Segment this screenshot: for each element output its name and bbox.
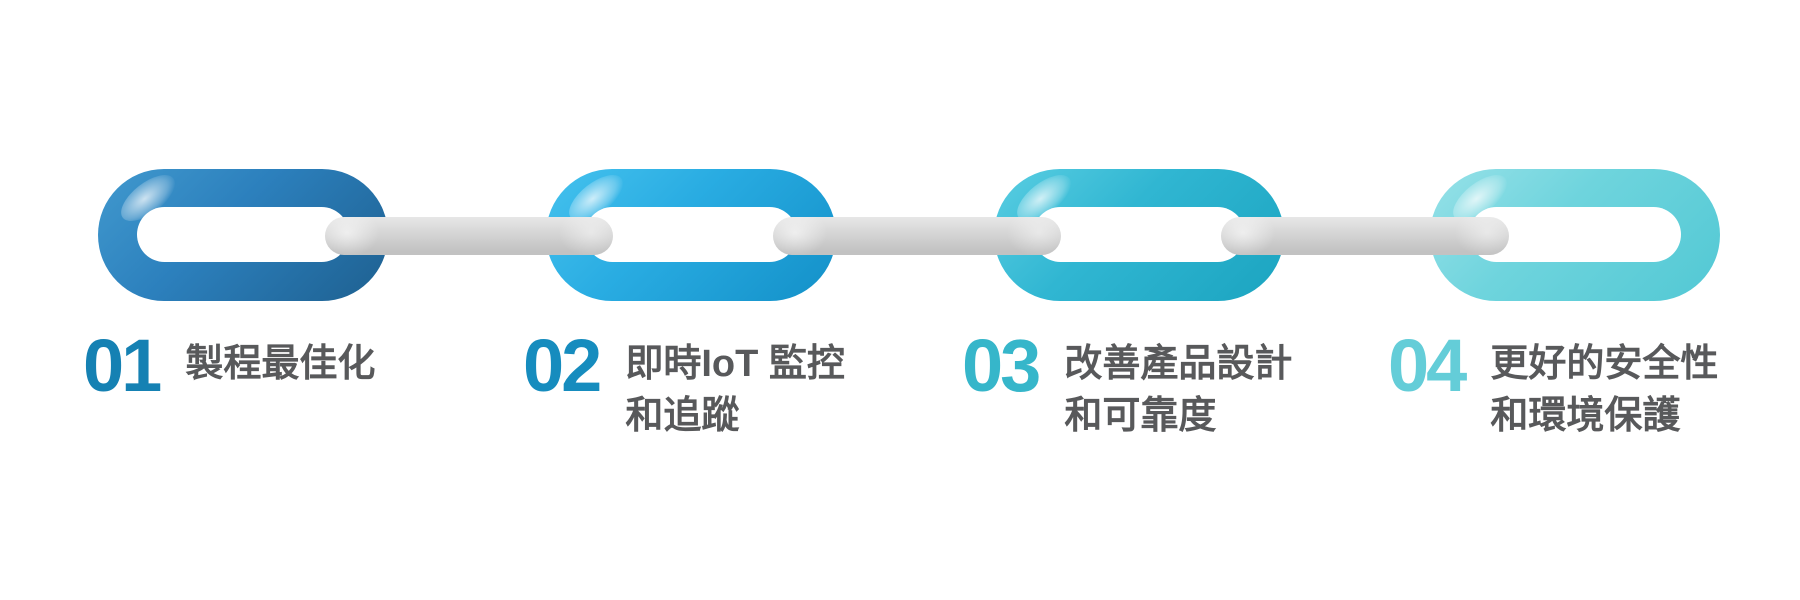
- chain-connector-3-icon: [1221, 217, 1509, 255]
- step-4-text-line-1: 更好的安全性: [1490, 343, 1719, 385]
- step-4-text-line-2: 和環境保護: [1490, 395, 1681, 437]
- step-1-label-group: 01 製程最佳化: [83, 324, 375, 407]
- step-3-text-line-2: 和可靠度: [1064, 395, 1217, 437]
- step-1-text: 製程最佳化: [185, 338, 375, 390]
- step-4-number: 04: [1388, 324, 1467, 407]
- step-2-text: 即時IoT 監控 和追蹤: [625, 338, 845, 442]
- step-4-label-group: 04 更好的安全性 和環境保護: [1388, 324, 1718, 442]
- step-2-number: 02: [523, 324, 602, 407]
- step-3-number: 03: [962, 324, 1041, 407]
- step-3-label-group: 03 改善產品設計 和可靠度: [962, 324, 1292, 442]
- chain-connector-2-icon: [773, 217, 1061, 255]
- step-1-text-line-1: 製程最佳化: [185, 343, 376, 385]
- step-2-text-line-1: 即時IoT 監控: [625, 343, 845, 385]
- step-3-text-line-1: 改善產品設計: [1064, 343, 1293, 385]
- step-2-label-group: 02 即時IoT 監控 和追蹤: [523, 324, 845, 442]
- step-2-text-line-2: 和追蹤: [625, 395, 740, 437]
- chain-connector-1-icon: [325, 217, 613, 255]
- step-3-text: 改善產品設計 和可靠度: [1064, 338, 1292, 442]
- step-4-text: 更好的安全性 和環境保護: [1490, 338, 1718, 442]
- step-1-number: 01: [83, 324, 162, 407]
